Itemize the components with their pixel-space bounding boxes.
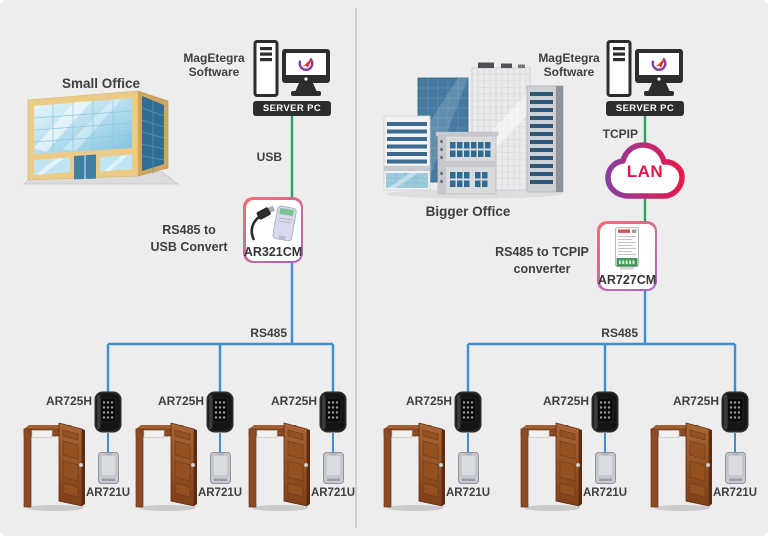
tcpip-converter-icon — [610, 227, 644, 271]
card-reader — [458, 452, 479, 484]
rs485-bus-left — [106, 263, 335, 392]
reader-label: AR721U — [85, 487, 131, 499]
reader-label: AR721U — [310, 487, 356, 499]
rs485-bus-label-right: RS485 — [601, 326, 638, 340]
section-divider — [355, 8, 357, 528]
card-reader — [98, 452, 119, 484]
server-pc-icon-right — [605, 40, 685, 100]
controller-label: AR725H — [45, 394, 92, 408]
tcpip-converter-description: RS485 to TCPIP converter — [495, 245, 589, 276]
card-reader — [210, 452, 231, 484]
usb-link-label: USB — [256, 150, 282, 164]
keypad-controller — [591, 391, 619, 433]
bigger-office-building — [382, 60, 565, 200]
small-office-label: Small Office — [61, 76, 141, 91]
tcpip-converter-model: AR727CM — [597, 272, 657, 287]
software-label-left: MagEtegra Software — [183, 51, 245, 80]
card-reader — [595, 452, 616, 484]
usb-converter-icon — [247, 203, 299, 241]
reader-label: AR721U — [582, 487, 628, 499]
controller-label: AR725H — [405, 394, 452, 408]
card-reader — [323, 452, 344, 484]
tcpip-link-label: TCPIP — [602, 127, 638, 141]
keypad-controller — [319, 391, 347, 433]
controller-label: AR725H — [157, 394, 204, 408]
rs485-bus-label-left: RS485 — [250, 326, 287, 340]
reader-label: AR721U — [197, 487, 243, 499]
bigger-office-label: Bigger Office — [425, 204, 511, 219]
card-reader — [725, 452, 746, 484]
rs485-bus-right — [466, 291, 737, 392]
server-pc-badge-left: SERVER PC — [253, 101, 331, 116]
tcpip-converter-box: AR727CM — [597, 221, 657, 291]
reader-link-lines-right — [467, 433, 736, 453]
controller-label: AR725H — [270, 394, 317, 408]
lan-cloud-label: LAN — [626, 162, 664, 181]
usb-converter-description: RS485 to USB Convert — [150, 223, 228, 254]
software-label-right: MagEtegra Software — [538, 51, 600, 80]
reader-link-lines-left — [107, 433, 334, 453]
reader-label: AR721U — [712, 487, 758, 499]
small-office-building — [22, 86, 180, 190]
keypad-controller — [721, 391, 749, 433]
keypad-controller — [94, 391, 122, 433]
keypad-controller — [454, 391, 482, 433]
usb-converter-box: AR321CM — [243, 197, 303, 263]
server-pc-badge-right: SERVER PC — [606, 101, 684, 116]
reader-label: AR721U — [445, 487, 491, 499]
controller-label: AR725H — [542, 394, 589, 408]
controller-label: AR725H — [672, 394, 719, 408]
usb-converter-model: AR321CM — [243, 244, 303, 259]
server-pc-icon-left — [252, 40, 332, 100]
keypad-controller — [206, 391, 234, 433]
